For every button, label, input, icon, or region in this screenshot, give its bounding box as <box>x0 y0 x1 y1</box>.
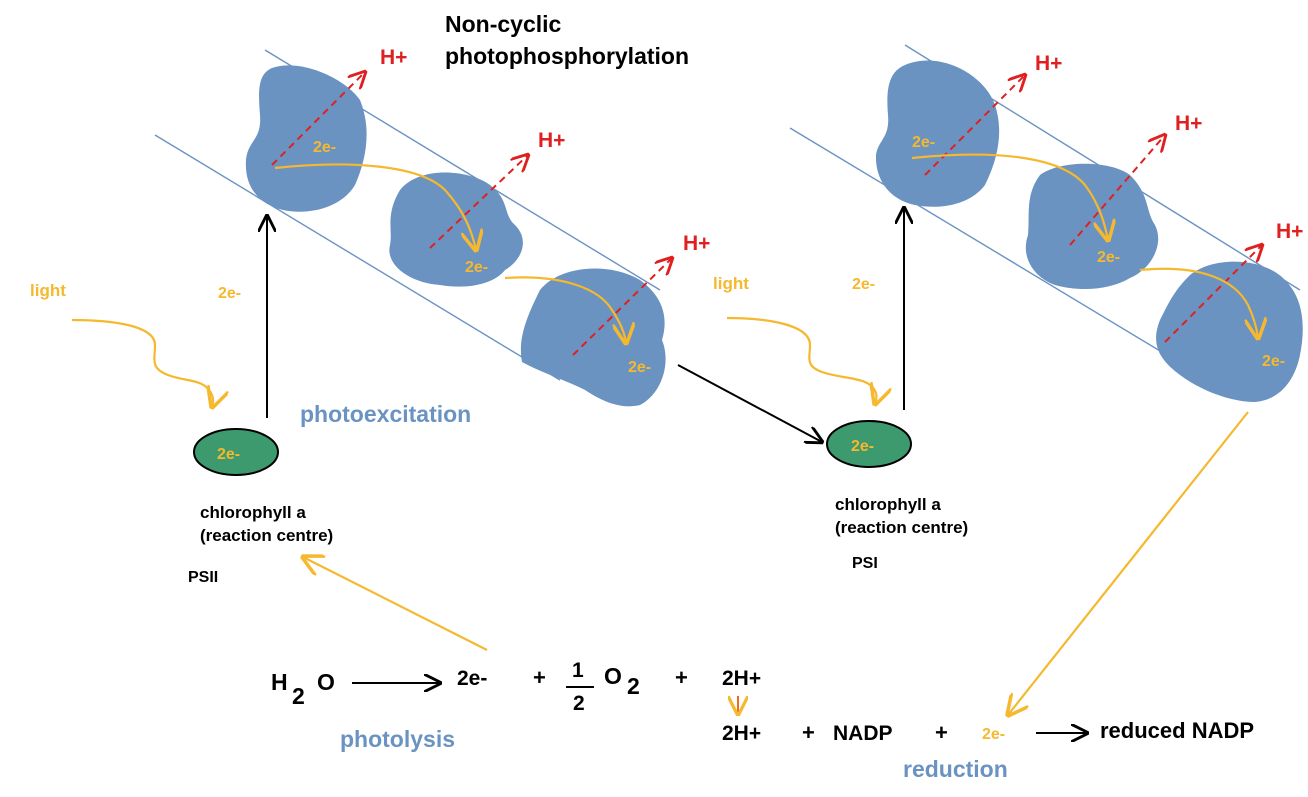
reduced-nadp-label: reduced NADP <box>1100 718 1254 743</box>
photolysis-plus-1: + <box>533 665 546 690</box>
protein-complexes-left <box>245 65 666 407</box>
proton-label-2: H+ <box>538 129 565 152</box>
electron-label-4: 2e- <box>912 134 935 151</box>
protein-blob-3 <box>520 268 666 407</box>
electron-label-psi-up: 2e- <box>852 276 875 293</box>
electron-label-3: 2e- <box>628 359 651 376</box>
membrane-right-bottom-line <box>789 127 1201 376</box>
proton-arrow-5 <box>1069 135 1165 246</box>
electron-flow-3 <box>911 153 1108 240</box>
protein-complexes-right <box>875 60 1303 402</box>
psi-chlorophyll-label-1: chlorophyll a <box>835 495 941 514</box>
black-arrows <box>267 208 1087 733</box>
reduction-plus-2: + <box>935 720 948 745</box>
light-arrow-psii <box>71 318 213 407</box>
chlorophyll-psi <box>826 420 912 468</box>
half-denominator: 2 <box>573 692 585 715</box>
protein-blob-4 <box>875 60 1000 207</box>
proton-label-1: H+ <box>380 46 407 69</box>
proton-label-4: H+ <box>1035 52 1062 75</box>
protein-blob-5 <box>1025 163 1159 290</box>
title-line-2: photophosphorylation <box>445 43 689 69</box>
photoexcitation-label: photoexcitation <box>300 401 471 427</box>
reduction-label: reduction <box>903 756 1008 782</box>
water-subscript: 2 <box>292 683 305 709</box>
electron-label-6: 2e- <box>1262 353 1285 370</box>
proton-pump-arrows <box>271 72 1262 356</box>
photolysis-electrons: 2e- <box>457 667 487 690</box>
nadp-label: NADP <box>833 722 893 745</box>
electron-label-5: 2e- <box>1097 249 1120 266</box>
proton-arrow-6 <box>1164 245 1262 343</box>
photolysis-plus-2: + <box>675 665 688 690</box>
electron-label-psii-up: 2e- <box>218 285 241 302</box>
oxygen-o: O <box>604 663 622 689</box>
electron-flow-arrows <box>71 153 1258 715</box>
psi-to-nadp-electron-arrow <box>1008 411 1249 715</box>
reduction-protons: 2H+ <box>722 722 761 745</box>
psi-label: PSI <box>852 555 878 572</box>
psii-chlorophyll-label-1: chlorophyll a <box>200 503 306 522</box>
proton-arrow-1 <box>271 72 365 166</box>
protein-blob-6 <box>1156 261 1303 402</box>
membrane-left-bottom-line <box>154 134 561 381</box>
electron-flow-2 <box>504 276 626 343</box>
proton-label-5: H+ <box>1175 112 1202 135</box>
proton-label-6: H+ <box>1276 220 1303 243</box>
photolysis-electron-arrow <box>303 557 488 651</box>
proton-label-3: H+ <box>683 232 710 255</box>
water-h: H <box>271 669 288 695</box>
electron-label-psi-chl: 2e- <box>851 438 874 455</box>
psi-chlorophyll-label-2: (reaction centre) <box>835 518 968 537</box>
proton-arrow-2 <box>429 155 528 249</box>
psii-chlorophyll-label-2: (reaction centre) <box>200 526 333 545</box>
electron-label-nadp: 2e- <box>982 726 1005 743</box>
chain-to-psi-arrow <box>677 364 822 442</box>
protein-blob-2 <box>389 172 523 287</box>
electron-label-2: 2e- <box>465 259 488 276</box>
chlorophyll-psii <box>193 428 279 476</box>
psii-label: PSII <box>188 569 218 586</box>
photolysis-protons: 2H+ <box>722 667 761 690</box>
electron-flow-1 <box>274 163 476 250</box>
light-label-psi: light <box>713 274 749 293</box>
water-o: O <box>317 669 335 695</box>
oxygen-subscript: 2 <box>627 673 640 699</box>
half-numerator: 1 <box>572 659 584 682</box>
electron-label-1: 2e- <box>313 139 336 156</box>
light-label-psii: light <box>30 281 66 300</box>
photolysis-label: photolysis <box>340 726 455 752</box>
electron-flow-4 <box>1139 267 1258 338</box>
electron-label-psii-chl: 2e- <box>217 446 240 463</box>
title-line-1: Non-cyclic <box>445 11 562 37</box>
light-arrow-psi <box>726 316 876 404</box>
reduction-plus-1: + <box>802 720 815 745</box>
